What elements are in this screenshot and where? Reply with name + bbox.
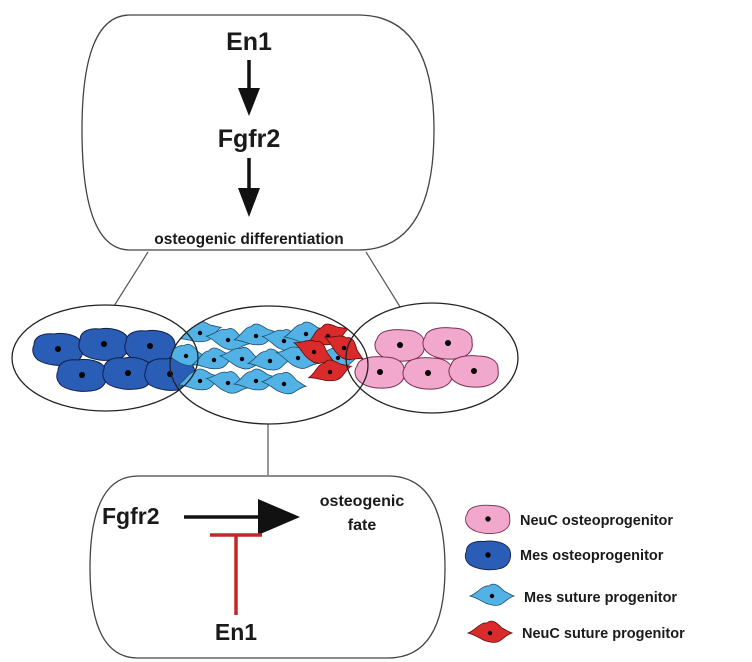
top-outcome-label: osteogenic differentiation [154,231,343,248]
bottom-panel-frame [89,475,446,659]
top-gene-fgfr2: Fgfr2 [218,125,281,153]
legend-label: NeuC suture progenitor [522,626,685,642]
top-panel-frame [81,14,435,251]
connector-left [113,251,149,307]
top-gene-en1: En1 [226,28,272,56]
top-panel: En1 Fgfr2 osteogenic differentiation [81,14,435,251]
connector-right [365,251,403,311]
suture-tissue [11,302,519,425]
neuc-osteoprogenitor-cell-icon [464,504,511,534]
legend-label: NeuC osteoprogenitor [520,513,673,529]
neuc-osteoprogenitor-cells [354,327,499,390]
ellipse-left-outline [11,304,199,412]
bottom-gene-fgfr2: Fgfr2 [102,503,160,529]
bottom-gene-en1: En1 [215,619,257,645]
legend-label: Mes suture progenitor [524,590,677,606]
neuc-suture-progenitor-cell-icon [467,620,513,643]
bottom-outcome-line2: fate [348,517,377,534]
legend-item-neuc-osteoprogenitor: NeuC osteoprogenitor [464,504,673,534]
ellipse-middle-outline [169,305,369,425]
bottom-panel: Fgfr2 osteogenic fate En1 [89,475,446,659]
legend: NeuC osteoprogenitor Mes osteoprogenitor… [464,504,685,643]
neuc-suture-progenitor-cells [289,316,368,388]
arrow-fgfr2-to-differentiation-head [238,188,260,217]
legend-item-neuc-suture-progenitor: NeuC suture progenitor [467,620,685,643]
legend-label: Mes osteoprogenitor [520,548,664,564]
ellipse-right-outline [345,302,519,414]
arrow-en1-to-fgfr2-head [238,88,260,116]
mes-osteoprogenitor-cells [32,327,196,392]
mes-suture-progenitor-cell-icon [469,583,515,606]
legend-item-mes-osteoprogenitor: Mes osteoprogenitor [464,540,664,571]
arrow-fgfr2-to-fate-head [258,499,300,535]
legend-item-mes-suture-progenitor: Mes suture progenitor [469,583,677,606]
mes-suture-progenitor-cells [170,315,362,398]
bottom-outcome-line1: osteogenic [320,493,405,510]
mes-osteoprogenitor-cell-icon [464,540,512,571]
